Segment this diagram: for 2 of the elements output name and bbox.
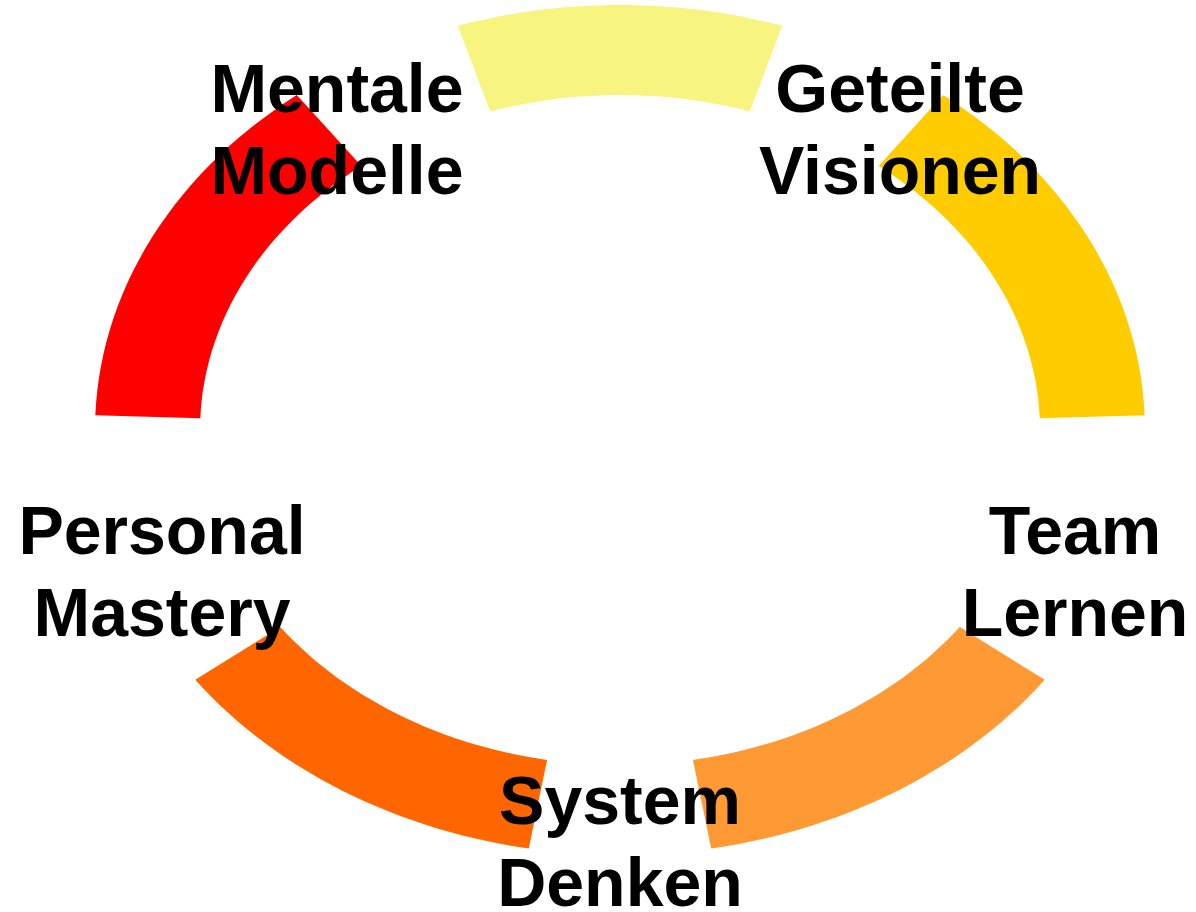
segment-label: Team Lernen bbox=[960, 491, 1190, 652]
segment-label: Personal Mastery bbox=[17, 491, 307, 652]
